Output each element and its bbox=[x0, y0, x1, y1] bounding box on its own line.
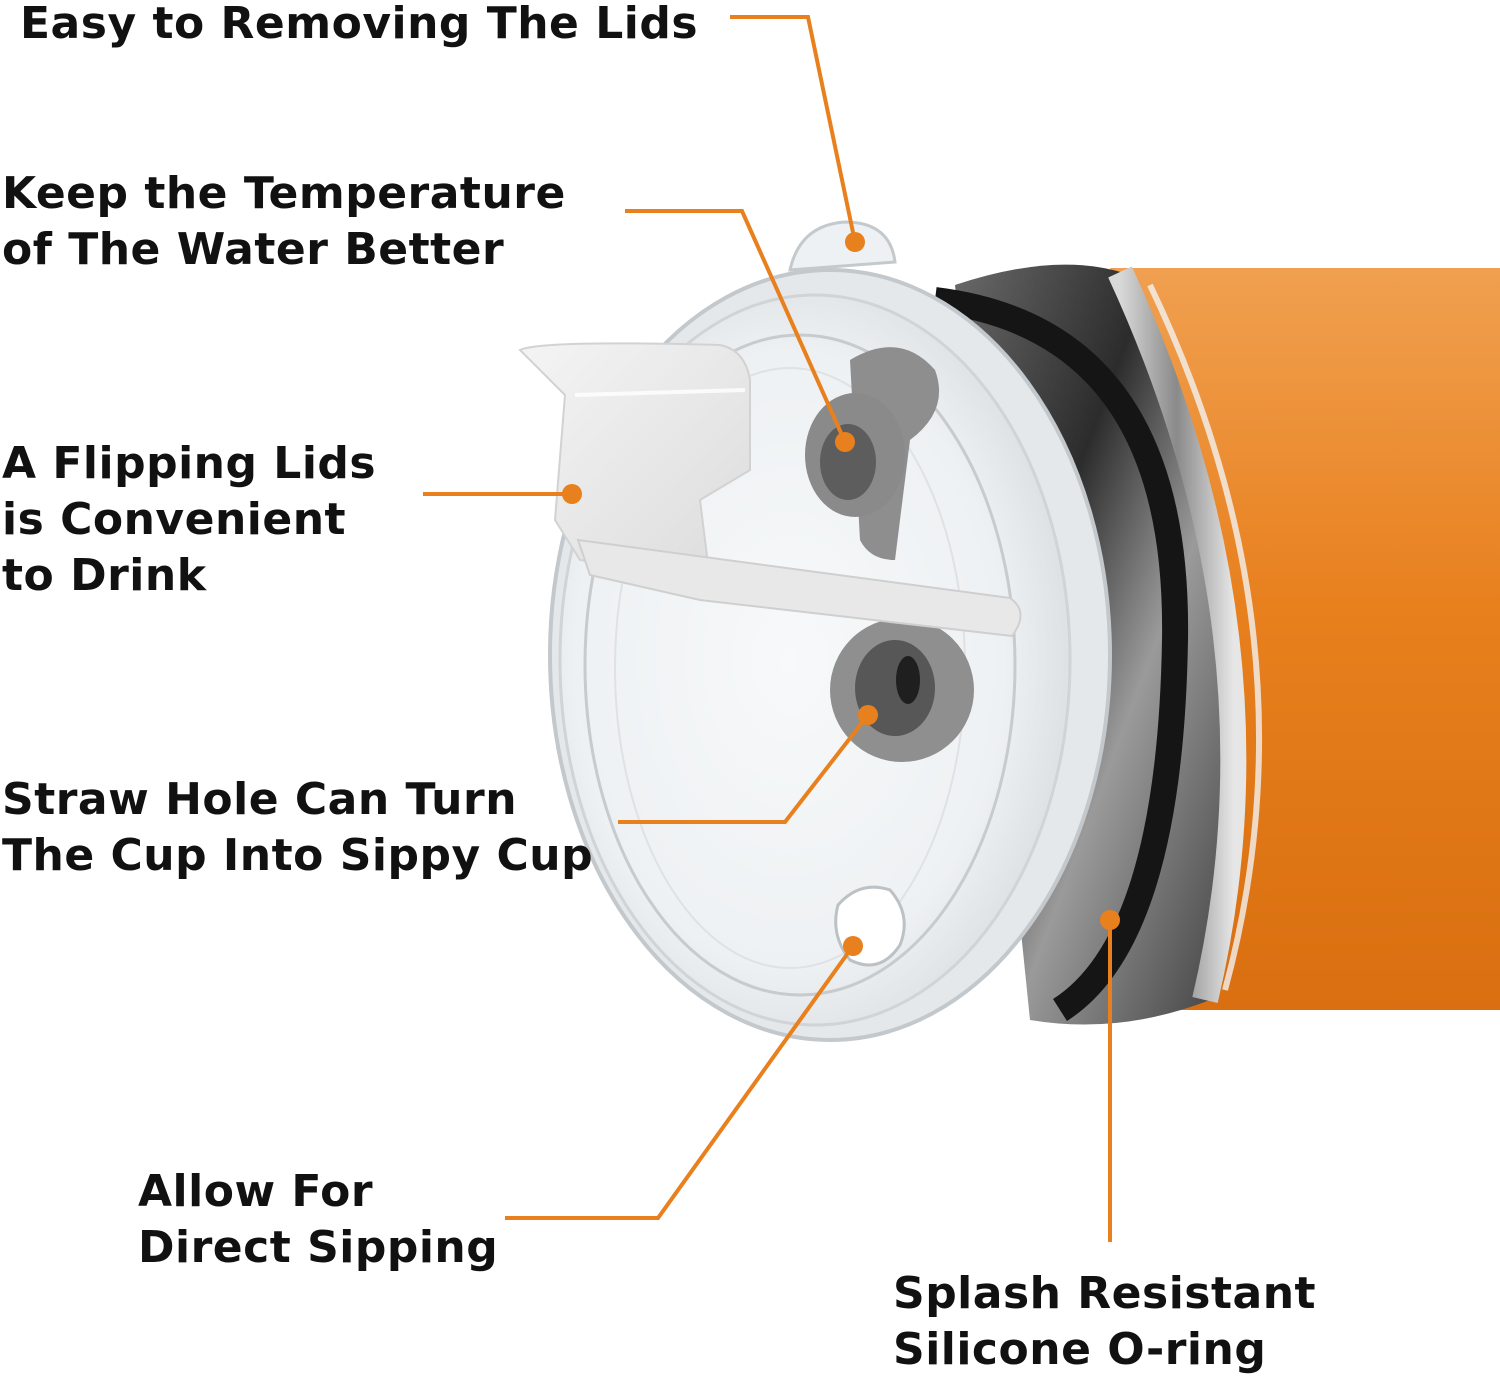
label-direct-sipping: Allow For Direct Sipping bbox=[138, 1164, 498, 1276]
label-temperature-line1: Keep the Temperature bbox=[2, 168, 566, 219]
dot-oring bbox=[1100, 910, 1120, 930]
label-temperature-line2: of The Water Better bbox=[2, 224, 505, 275]
label-oring-line2: Silicone O-ring bbox=[893, 1324, 1267, 1375]
dot-straw-hole bbox=[858, 705, 878, 725]
dot-direct-sipping bbox=[843, 936, 863, 956]
dot-remove-lids bbox=[845, 232, 865, 252]
straw-hole-grommet bbox=[830, 618, 974, 762]
label-direct-sipping-line2: Direct Sipping bbox=[138, 1222, 499, 1273]
label-flipping-lid-line1: A Flipping Lids bbox=[2, 438, 377, 489]
silicone-oring bbox=[933, 287, 1189, 1021]
label-temperature: Keep the Temperature of The Water Better bbox=[2, 166, 566, 278]
leader-temperature bbox=[625, 209, 847, 443]
label-flipping-lid-line2: is Convenient bbox=[2, 494, 347, 545]
label-straw-hole: Straw Hole Can Turn The Cup Into Sippy C… bbox=[2, 772, 593, 884]
dot-flipping-lid bbox=[562, 484, 582, 504]
label-straw-hole-line2: The Cup Into Sippy Cup bbox=[2, 830, 594, 881]
label-remove-lids-line1: Easy to Removing The Lids bbox=[20, 0, 699, 49]
label-remove-lids: Easy to Removing The Lids bbox=[20, 0, 698, 52]
label-oring: Splash Resistant Silicone O-ring bbox=[893, 1266, 1316, 1378]
label-oring-line1: Splash Resistant bbox=[893, 1268, 1317, 1319]
label-straw-hole-line1: Straw Hole Can Turn bbox=[2, 774, 518, 825]
label-flipping-lid-line3: to Drink bbox=[2, 550, 207, 601]
label-flipping-lid: A Flipping Lids is Convenient to Drink bbox=[2, 436, 376, 604]
flipping-lid bbox=[518, 342, 1022, 638]
silicone-plug bbox=[805, 347, 940, 560]
leader-remove-lids bbox=[730, 15, 857, 243]
leader-direct-sipping bbox=[505, 944, 855, 1220]
leader-straw-hole bbox=[618, 713, 870, 824]
label-direct-sipping-line1: Allow For bbox=[138, 1166, 374, 1217]
dot-temperature bbox=[835, 432, 855, 452]
